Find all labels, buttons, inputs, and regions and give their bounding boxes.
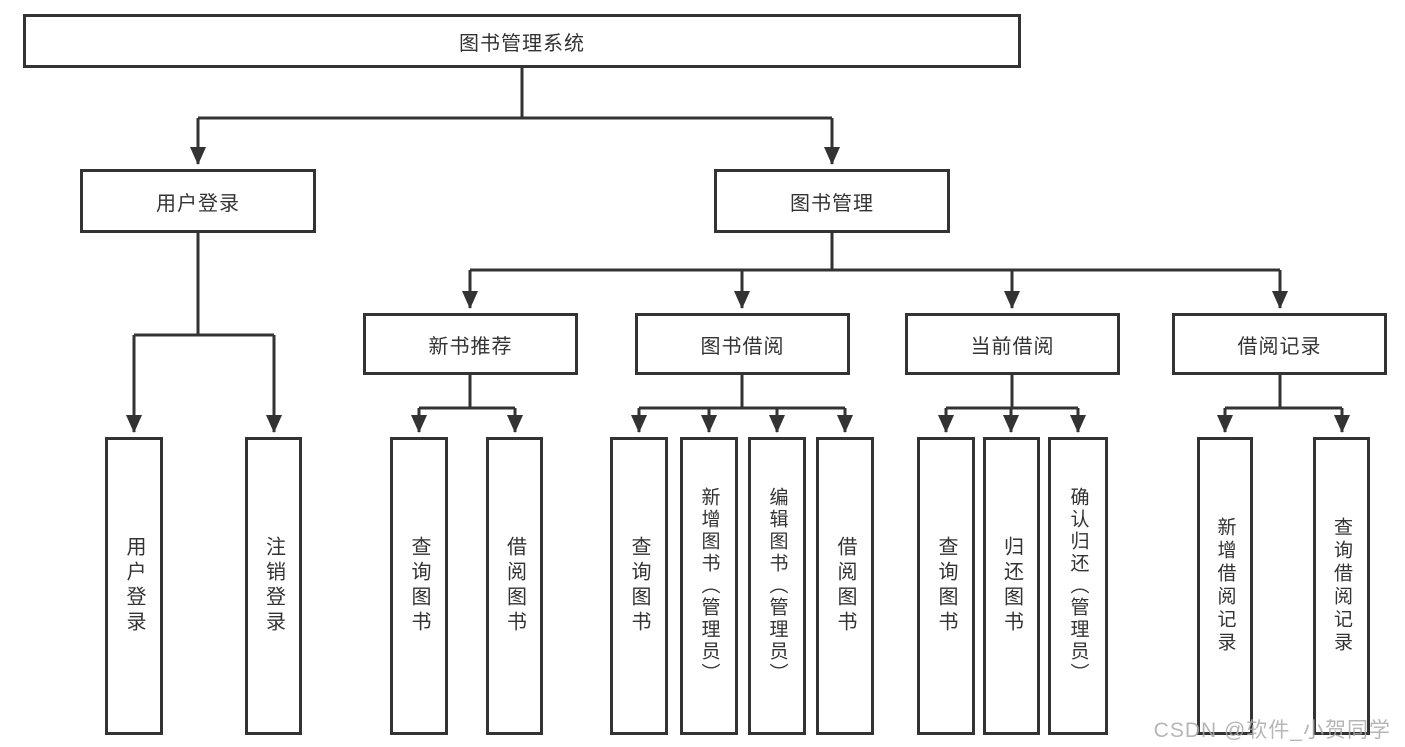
- node-label: 用户登录: [123, 536, 145, 636]
- node-label: 查询图书: [408, 536, 430, 636]
- leaf-return-book: 归还图书: [983, 437, 1040, 735]
- node-label: 查询图书: [935, 536, 957, 636]
- node-book-management: 图书管理: [714, 169, 950, 233]
- node-label: 借阅图书: [834, 536, 856, 636]
- node-label: 新增图书（管理员）: [698, 487, 720, 685]
- node-user-login: 用户登录: [80, 169, 316, 233]
- node-label: 确认归还（管理员）: [1067, 487, 1089, 685]
- node-label: 编辑图书（管理员）: [766, 487, 788, 685]
- leaf-query-books: 查询图书: [917, 437, 975, 735]
- node-label: 归还图书: [1000, 536, 1023, 636]
- node-book-borrowing: 图书借阅: [635, 313, 850, 375]
- node-label: 查询图书: [628, 536, 650, 636]
- node-library-management-system: 图书管理系统: [23, 14, 1021, 68]
- leaf-borrow-books: 借阅图书: [486, 437, 543, 735]
- node-borrowing-records: 借阅记录: [1172, 313, 1387, 375]
- node-label: 注销登录: [262, 536, 285, 636]
- leaf-add-book-admin: 新增图书（管理员）: [680, 437, 738, 735]
- node-label: 查询借阅记录: [1331, 517, 1352, 655]
- leaf-query-books: 查询图书: [390, 437, 448, 735]
- node-current-borrowing: 当前借阅: [905, 313, 1120, 375]
- leaf-query-borrow-record: 查询借阅记录: [1313, 437, 1370, 735]
- node-label: 借阅图书: [503, 536, 526, 636]
- leaf-logout: 注销登录: [245, 437, 302, 735]
- node-label: 新增借阅记录: [1214, 517, 1236, 655]
- leaf-borrow-books: 借阅图书: [816, 437, 874, 735]
- node-new-book-recommendation: 新书推荐: [363, 313, 578, 375]
- leaf-add-borrow-record: 新增借阅记录: [1197, 437, 1253, 735]
- leaf-query-books: 查询图书: [610, 437, 668, 735]
- leaf-confirm-return-admin: 确认归还（管理员）: [1048, 437, 1108, 735]
- leaf-edit-book-admin: 编辑图书（管理员）: [748, 437, 806, 735]
- leaf-user-login: 用户登录: [105, 437, 163, 735]
